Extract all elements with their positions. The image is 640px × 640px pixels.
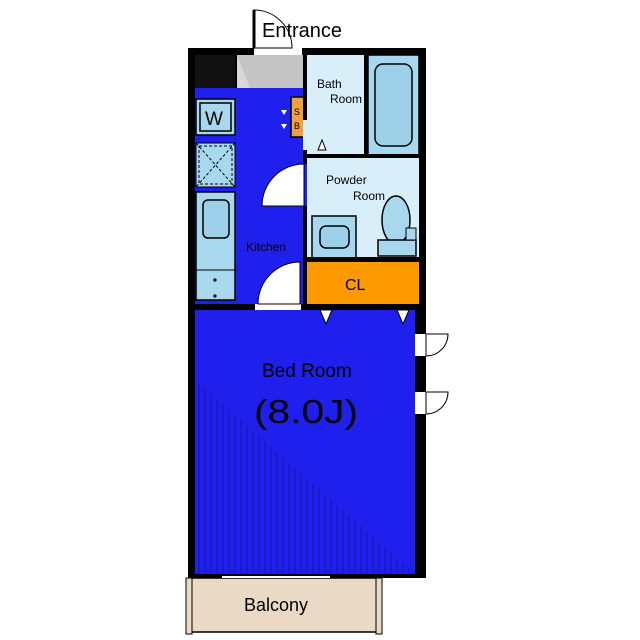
wall-right-lower	[415, 310, 426, 578]
kitchen-label: Kitchen	[246, 240, 286, 254]
closet-door-arrow-1	[319, 309, 333, 326]
triangle-marker	[281, 110, 287, 115]
window-gap-2	[415, 392, 426, 414]
bedroom-label: Bed Room	[262, 361, 352, 382]
bedroom-size-label: (8.0J)	[254, 393, 358, 430]
entrance-door-gap	[254, 48, 302, 55]
bath-door-gap	[303, 120, 307, 150]
bath-label-line1: Bath	[317, 77, 342, 91]
utility-corner	[195, 55, 235, 88]
counter-dot-1	[213, 278, 217, 282]
shoe-box	[290, 96, 306, 138]
counter-dot-2	[213, 294, 217, 298]
balcony-label: Balcony	[244, 595, 308, 615]
bathtub-inner	[374, 63, 413, 147]
toilet-tank	[377, 239, 417, 257]
window-gap-1	[415, 334, 426, 356]
balcony-floor	[189, 577, 381, 633]
bedroom-door-gap	[255, 304, 301, 310]
bedroom-door-swing	[257, 261, 301, 305]
balcony-rail-right	[375, 577, 383, 635]
wall-bath-powder	[303, 154, 419, 158]
washer-box	[199, 102, 232, 132]
window-swing-2	[425, 391, 449, 415]
stove	[195, 142, 236, 188]
closet-label: CL	[345, 277, 366, 294]
shoe-box-label-b: B	[294, 121, 300, 131]
washer-label: W	[205, 109, 223, 130]
wall-powder-closet	[303, 257, 419, 262]
wall-bath-inner	[364, 55, 368, 155]
powder-door-gap	[303, 164, 307, 206]
powder-label-line2: Room	[353, 189, 385, 203]
entrance-label: Entrance	[262, 20, 342, 42]
powder-door-swing	[261, 163, 305, 207]
balcony-rail	[185, 577, 193, 635]
toilet-paper	[405, 227, 417, 241]
entrance-step	[237, 55, 303, 88]
powder-label-line1: Powder	[326, 173, 367, 187]
bath-door-arrow	[317, 138, 327, 151]
stove-inner	[198, 145, 233, 185]
closet-door-arrow-2	[396, 309, 410, 326]
triangle-marker-2	[281, 124, 287, 129]
window-swing-1	[425, 333, 449, 357]
sink-bowl	[202, 199, 230, 239]
shoe-box-label-s: S	[294, 107, 300, 117]
washbasin-bowl	[319, 225, 350, 249]
wall-kitchen-bedroom	[195, 304, 419, 310]
closet-floor	[307, 262, 419, 304]
entrance-door-swing	[253, 9, 293, 49]
bath-label-line2: Room	[330, 92, 362, 106]
